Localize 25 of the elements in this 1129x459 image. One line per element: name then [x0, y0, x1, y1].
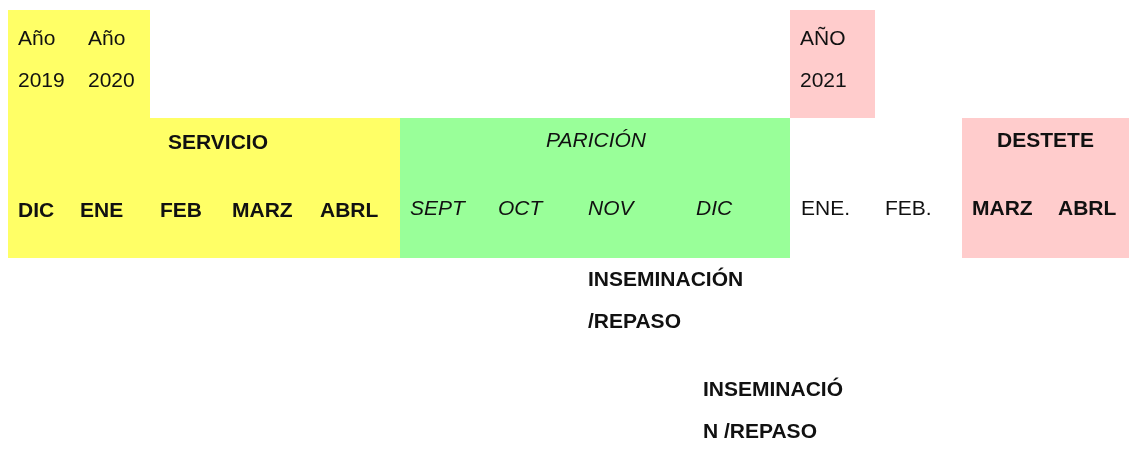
year-box: [790, 10, 875, 118]
text-label: ABRL: [1058, 195, 1117, 221]
text-label: MARZ: [232, 197, 293, 223]
text-label: SERVICIO: [167, 129, 269, 155]
text-label: MARZ: [972, 195, 1033, 221]
text-label: OCT: [498, 195, 543, 221]
text-label: DESTETE: [996, 127, 1095, 153]
text-label: DIC: [696, 195, 733, 221]
text-label: INSEMINACIÓ N /REPASO: [703, 376, 844, 444]
text-label: INSEMINACIÓN /REPASO: [588, 266, 745, 334]
text-label: ENE: [80, 197, 124, 223]
text-label: FEB.: [885, 195, 932, 221]
service-band: [8, 10, 400, 258]
text-label: Año 2020: [88, 25, 136, 93]
weaning-band: [962, 118, 1129, 258]
calving-band: [400, 118, 790, 258]
text-label: DIC: [18, 197, 55, 223]
text-label: ABRL: [320, 197, 379, 223]
text-label: AÑO 2021: [800, 25, 848, 93]
text-label: PARICIÓN: [545, 127, 647, 153]
text-label: NOV: [588, 195, 634, 221]
text-label: SEPT: [410, 195, 465, 221]
text-label: ENE.: [801, 195, 850, 221]
text-label: Año 2019: [18, 25, 66, 93]
text-label: FEB: [160, 197, 202, 223]
